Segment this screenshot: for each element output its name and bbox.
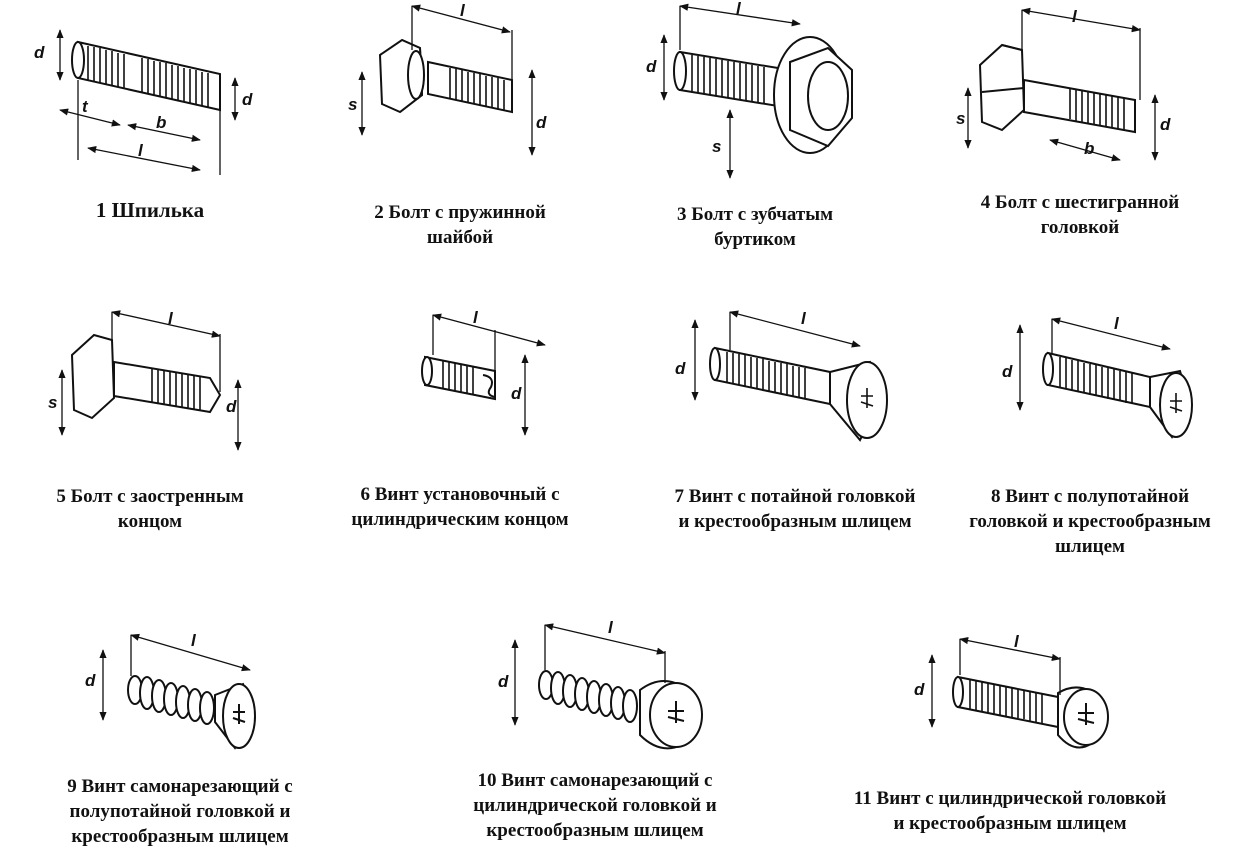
caption-2: 2 Болт с пружинной шайбой bbox=[340, 200, 580, 250]
dim-label-d: d bbox=[914, 680, 925, 699]
caption-line: крестообразным шлицем bbox=[486, 820, 704, 841]
dim-label-l: l bbox=[1014, 632, 1020, 651]
caption-line: 2 Болт с пружинной bbox=[374, 202, 546, 223]
caption-line: 8 Винт с полупотайной bbox=[990, 486, 1190, 507]
caption-line: полупотайной головкой и bbox=[69, 801, 291, 822]
dim-label-b: b bbox=[156, 113, 166, 132]
dim-label-l: l bbox=[138, 141, 144, 160]
caption-9: 9 Винт самонарезающий с полупотайной гол… bbox=[40, 774, 320, 849]
dim-label-l: l bbox=[801, 309, 807, 328]
set-screw-drawing: l d bbox=[421, 308, 546, 436]
pointed-bolt-drawing: l s d bbox=[48, 309, 242, 451]
caption-line: крестообразным шлицем bbox=[71, 826, 289, 847]
caption-line: цилиндрической головкой и bbox=[473, 795, 717, 816]
figure-10-self-tapping-pan-head: l d bbox=[490, 605, 720, 765]
dim-label-t: t bbox=[82, 97, 89, 116]
caption-line: шайбой bbox=[426, 227, 494, 248]
caption-line: 11 Винт с цилиндрической головкой bbox=[853, 788, 1167, 809]
bolt-spring-washer-drawing: l s d bbox=[348, 1, 547, 156]
caption-line: 3 Болт с зубчатым bbox=[676, 204, 834, 225]
caption-line: цилиндрическим концом bbox=[351, 509, 569, 530]
caption-6: 6 Винт установочный с цилиндрическим кон… bbox=[330, 482, 590, 532]
dim-label-l: l bbox=[191, 631, 197, 650]
countersunk-screw-drawing: l d bbox=[675, 309, 888, 442]
figure-6-set-screw: l d bbox=[395, 295, 565, 455]
caption-line: головкой и крестообразным bbox=[969, 511, 1211, 532]
caption-line: 6 Винт установочный с bbox=[360, 484, 560, 505]
dim-label-d: d bbox=[1160, 115, 1171, 134]
caption-7: 7 Винт с потайной головкой и крестообраз… bbox=[640, 484, 950, 534]
dim-label-l: l bbox=[168, 309, 174, 328]
dim-label-d: d bbox=[646, 57, 657, 76]
caption-8: 8 Винт с полупотайной головкой и крестоо… bbox=[945, 484, 1235, 559]
figure-3-bolt-serrated-flange: l d s bbox=[630, 0, 870, 190]
caption-10: 10 Винт самонарезающий с цилиндрической … bbox=[445, 768, 745, 843]
caption-4: 4 Болт с шестигранной головкой bbox=[955, 190, 1205, 240]
figure-5-pointed-bolt: l s d bbox=[40, 300, 270, 470]
caption-5: 5 Болт с заостренным концом bbox=[30, 484, 270, 534]
bolt-serrated-flange-drawing: l d s bbox=[646, 0, 853, 179]
dim-label-l: l bbox=[1114, 314, 1120, 333]
caption-line: буртиком bbox=[714, 229, 796, 250]
stud-drawing: d d t b l bbox=[34, 29, 253, 175]
hex-bolt-drawing: l s d b bbox=[956, 7, 1171, 162]
dim-label-s: s bbox=[48, 393, 57, 412]
caption-11: 11 Винт с цилиндрической головкой и крес… bbox=[815, 786, 1205, 836]
figure-8-raised-countersunk-screw: l d bbox=[990, 305, 1210, 455]
dim-label-d: d bbox=[498, 672, 509, 691]
caption-line: 5 Болт с заостренным bbox=[56, 486, 244, 507]
self-tapping-countersunk-drawing: l d bbox=[85, 631, 257, 750]
dim-label-d: d bbox=[226, 397, 237, 416]
figure-11-cheese-head-screw: l d bbox=[910, 615, 1130, 775]
dim-label-d: d bbox=[675, 359, 686, 378]
caption-line: концом bbox=[117, 511, 183, 532]
caption-line: шлицем bbox=[1055, 536, 1125, 557]
dim-label-b: b bbox=[1084, 139, 1094, 158]
dim-label-l: l bbox=[608, 618, 614, 637]
dim-label-l: l bbox=[473, 308, 479, 327]
dim-label-l: l bbox=[460, 1, 466, 20]
cheese-head-screw-drawing: l d bbox=[914, 632, 1109, 749]
dim-label-l: l bbox=[736, 0, 742, 18]
caption-line: и крестообразным шлицем bbox=[893, 813, 1127, 834]
caption-line: и крестообразным шлицем bbox=[678, 511, 912, 532]
dim-label-d: d bbox=[1002, 362, 1013, 381]
dim-label-s: s bbox=[712, 137, 721, 156]
figure-4-hex-head-bolt: l s d b bbox=[950, 0, 1190, 180]
caption-line: 1 Шпилька bbox=[95, 198, 205, 222]
dim-label-l: l bbox=[1072, 7, 1078, 26]
caption-1: 1 Шпилька bbox=[40, 198, 260, 223]
dim-label-d: d bbox=[511, 384, 522, 403]
caption-line: 10 Винт самонарезающий с bbox=[477, 770, 713, 791]
figure-9-self-tapping-raised-countersunk: l d bbox=[75, 610, 275, 760]
caption-line: 7 Винт с потайной головкой bbox=[674, 486, 916, 507]
dim-label-d: d bbox=[34, 43, 45, 62]
caption-3: 3 Болт с зубчатым буртиком bbox=[635, 202, 875, 252]
figure-1-stud: d d t b l bbox=[20, 0, 260, 180]
figure-2-bolt-spring-washer: l s d bbox=[340, 0, 560, 180]
self-tapping-pan-head-drawing: l d bbox=[498, 618, 703, 750]
dim-label-d: d bbox=[536, 113, 547, 132]
caption-line: 9 Винт самонарезающий с bbox=[67, 776, 293, 797]
figure-7-countersunk-screw: l d bbox=[655, 300, 895, 450]
dim-label-s: s bbox=[348, 95, 357, 114]
dim-label-d: d bbox=[242, 90, 253, 109]
caption-line: 4 Болт с шестигранной bbox=[980, 192, 1180, 213]
dim-label-d: d bbox=[85, 671, 96, 690]
caption-line: головкой bbox=[1040, 217, 1120, 238]
raised-countersunk-screw-drawing: l d bbox=[1002, 314, 1193, 439]
dim-label-s: s bbox=[956, 109, 965, 128]
